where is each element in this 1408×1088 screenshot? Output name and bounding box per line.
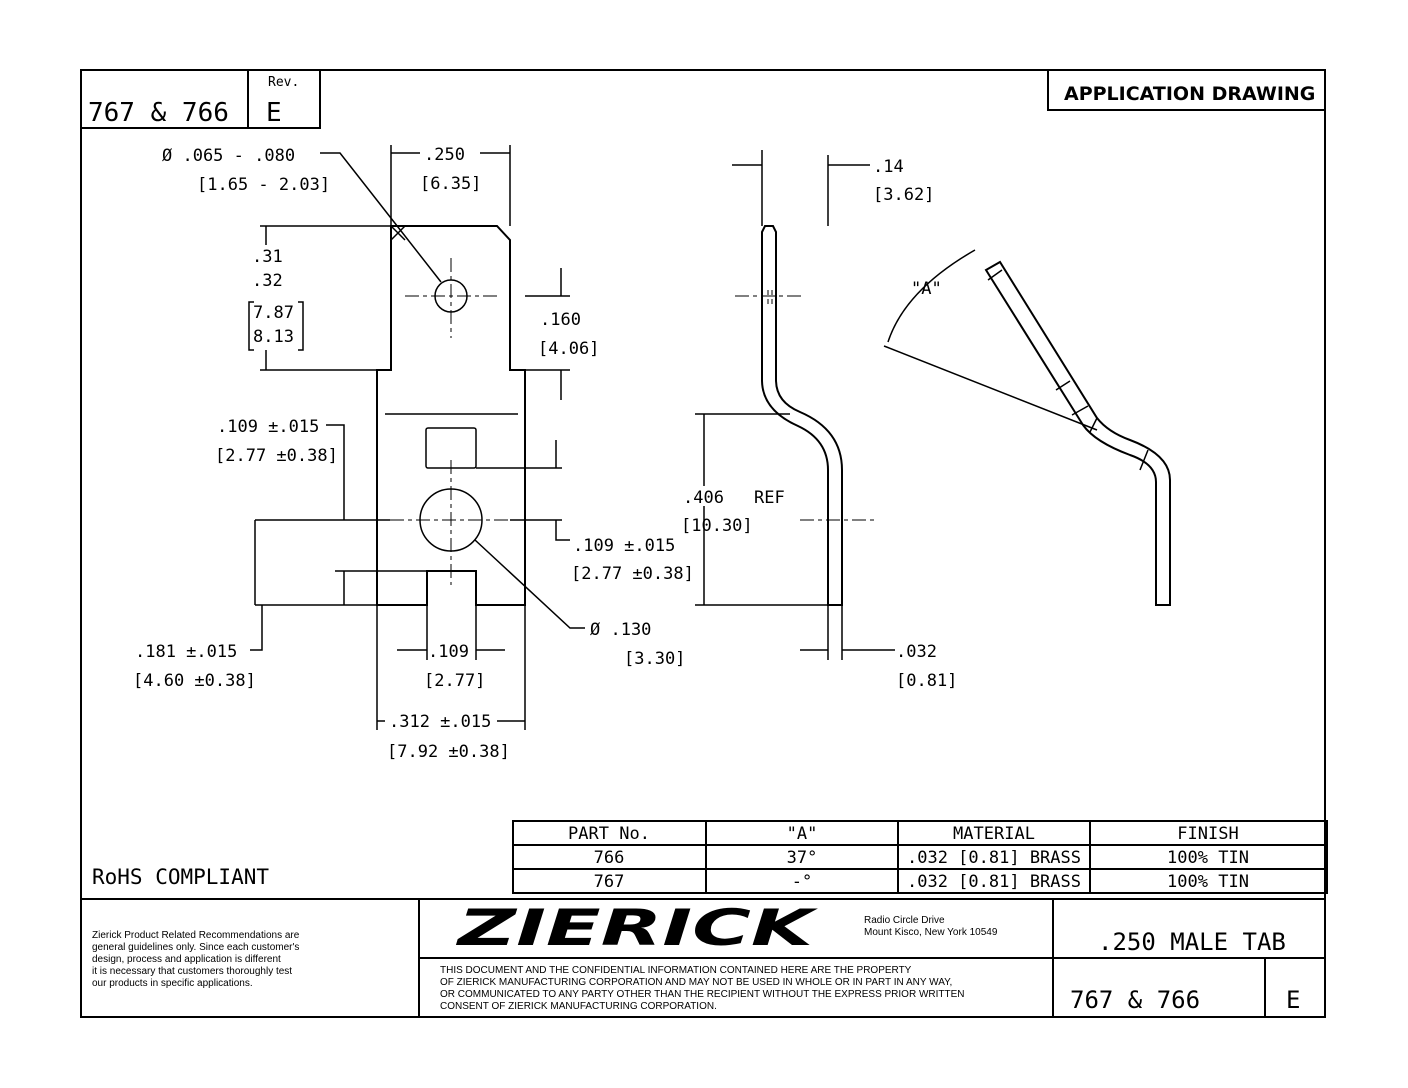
- dim-ref-mm: [10.30]: [681, 516, 753, 536]
- table-cell: .032 [0.81] BRASS: [907, 848, 1081, 868]
- dim-hole-dia-mm: [1.65 - 2.03]: [197, 175, 330, 195]
- dim-181: .181 ±.015: [135, 642, 237, 662]
- side-view: [695, 150, 895, 660]
- dim-hole-dia: Ø .065 - .080: [162, 146, 295, 166]
- notice-line: CONSENT OF ZIERICK MANUFACTURING CORPORA…: [440, 1001, 717, 1012]
- angled-view: "A": [883, 249, 1171, 606]
- dim-tab-len-mm-b: 8.13: [253, 327, 294, 347]
- rohs-label: RoHS COMPLIANT: [92, 865, 269, 889]
- title-rev: E: [1286, 986, 1300, 1014]
- drawing-type: APPLICATION DRAWING: [1064, 83, 1315, 105]
- dim-offset: .14: [873, 157, 904, 177]
- dim-slot-mm: [2.77]: [424, 671, 485, 691]
- dim-tab-len-a: .31: [252, 247, 283, 267]
- parts-table: PART No. "A" MATERIAL FINISH 766 37° .03…: [512, 820, 1328, 894]
- address-line: Mount Kisco, New York 10549: [864, 927, 998, 938]
- front-view: [250, 145, 585, 730]
- table-cell: .032 [0.81] BRASS: [907, 872, 1081, 892]
- title-block: Zierick Product Related Recommendations …: [81, 898, 1325, 1017]
- dim-109b-mm: [2.77 ±0.38]: [571, 564, 694, 584]
- table-cell: 100% TIN: [1167, 872, 1249, 892]
- dim-tab-len-b: .32: [252, 271, 283, 291]
- dim-ref-label: REF: [754, 488, 785, 508]
- dim-312: .312 ±.015: [389, 712, 491, 732]
- disclaimer-line: it is necessary that customers thoroughl…: [92, 966, 292, 977]
- rev-value: E: [266, 98, 282, 128]
- table-cell: 767: [594, 872, 625, 892]
- dim-109a: .109 ±.015: [217, 417, 319, 437]
- table-cell: 766: [594, 848, 625, 868]
- table-header-material: MATERIAL: [953, 824, 1035, 844]
- header-part-numbers: 767 & 766: [88, 98, 229, 128]
- header-block: 767 & 766 Rev. E APPLICATION DRAWING: [81, 70, 1325, 129]
- dim-tab-len-mm-a: 7.87: [253, 303, 294, 323]
- dim-181-mm: [4.60 ±0.38]: [133, 671, 256, 691]
- disclaimer-line: general guidelines only. Since each cust…: [92, 942, 299, 953]
- address-line: Radio Circle Drive: [864, 915, 945, 926]
- table-header-finish: FINISH: [1177, 824, 1238, 844]
- dim-312-mm: [7.92 ±0.38]: [387, 742, 510, 762]
- dim-angle: "A": [911, 279, 942, 299]
- dim-hole-pos: .160: [540, 310, 581, 330]
- dim-130-mm: [3.30]: [624, 649, 685, 669]
- disclaimer-line: our products in specific applications.: [92, 978, 253, 989]
- table-cell: 37°: [787, 848, 818, 868]
- notice-line: OF ZIERICK MANUFACTURING CORPORATION AND…: [440, 977, 952, 988]
- dim-slot: .109: [428, 642, 469, 662]
- rev-label: Rev.: [268, 75, 299, 90]
- table-cell: -°: [792, 872, 812, 892]
- dim-109a-mm: [2.77 ±0.38]: [215, 446, 338, 466]
- disclaimer-line: design, process and application is diffe…: [92, 954, 281, 965]
- disclaimer-line: Zierick Product Related Recommendations …: [92, 930, 300, 941]
- dim-width: .250: [424, 145, 465, 165]
- zierick-logo: ZIERICK: [455, 899, 818, 957]
- drawing-title: .250 MALE TAB: [1098, 928, 1286, 956]
- dim-hole-pos-mm: [4.06]: [538, 339, 599, 359]
- table-header-part: PART No.: [568, 824, 650, 844]
- side-view-dims: .14 [3.62] .406 REF [10.30] .032 [0.81]: [681, 157, 957, 691]
- dim-offset-mm: [3.62]: [873, 185, 934, 205]
- front-view-dims: Ø .065 - .080 [1.65 - 2.03] .250 [6.35] …: [133, 145, 694, 762]
- dim-130: Ø .130: [590, 620, 651, 640]
- confidential-notice: THIS DOCUMENT AND THE CONFIDENTIAL INFOR…: [440, 965, 965, 1012]
- dim-thick-mm: [0.81]: [896, 671, 957, 691]
- dim-width-mm: [6.35]: [420, 174, 481, 194]
- title-part-numbers: 767 & 766: [1070, 986, 1200, 1014]
- notice-line: OR COMMUNICATED TO ANY PARTY OTHER THAN …: [440, 989, 965, 1000]
- dim-ref: .406: [683, 488, 724, 508]
- dim-109b: .109 ±.015: [573, 536, 675, 556]
- dim-thick: .032: [896, 642, 937, 662]
- disclaimer: Zierick Product Related Recommendations …: [92, 930, 300, 989]
- notice-line: THIS DOCUMENT AND THE CONFIDENTIAL INFOR…: [440, 965, 912, 976]
- sheet-border: [80, 69, 1326, 1018]
- table-cell: 100% TIN: [1167, 848, 1249, 868]
- table-header-angle: "A": [787, 824, 818, 844]
